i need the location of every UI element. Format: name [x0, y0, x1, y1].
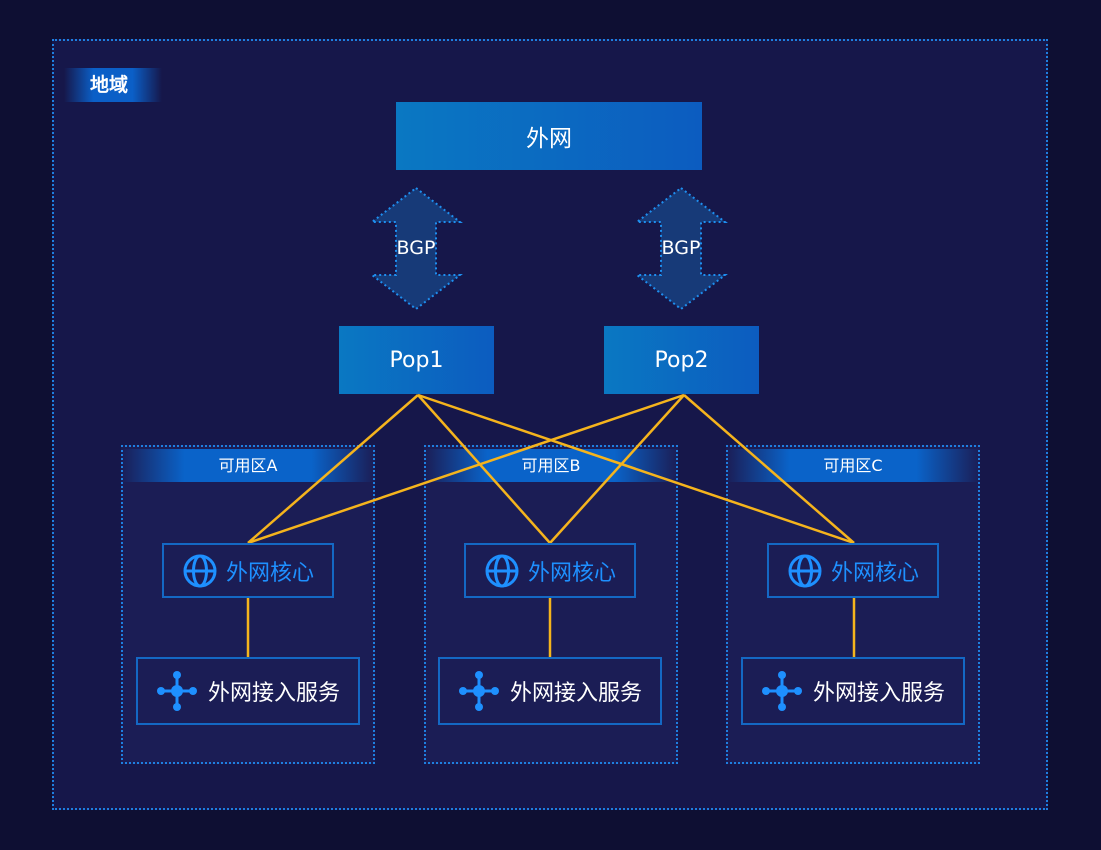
- network-node-icon: [156, 671, 197, 711]
- internet-box: 外网: [396, 102, 702, 170]
- link-pop2-core-c: [683, 394, 855, 544]
- zone-a-core: 外网核心: [162, 543, 334, 598]
- bgp-label-2: BGP: [661, 237, 701, 259]
- zone-c-core: 外网核心: [767, 543, 939, 598]
- network-node-icon: [458, 671, 499, 711]
- core-label: 外网核心: [830, 560, 919, 586]
- pop1-box: Pop1: [339, 326, 494, 394]
- bgp-arrow-1: [369, 186, 463, 311]
- bgp-label-1: BGP: [396, 237, 436, 259]
- bgp-arrow-2: [634, 186, 728, 311]
- globe-icon: [183, 554, 217, 587]
- link-pop1-core-c: [417, 393, 855, 545]
- link-pop2-core-b: [549, 394, 685, 544]
- pop2-box: Pop2: [604, 326, 759, 394]
- link-pop1-core-a: [247, 394, 419, 544]
- zone-b-label: 可用区B: [424, 449, 678, 482]
- region-label: 地域: [64, 68, 162, 102]
- zone-b-core: 外网核心: [464, 543, 636, 598]
- service-label: 外网接入服务: [812, 681, 945, 706]
- globe-icon: [788, 554, 822, 587]
- zone-a-label: 可用区A: [121, 449, 375, 482]
- link-pop1-core-b: [417, 394, 551, 544]
- zone-c-label: 可用区C: [726, 449, 980, 482]
- zone-c-service: 外网接入服务: [741, 657, 965, 725]
- service-label: 外网接入服务: [207, 681, 340, 706]
- core-label: 外网核心: [527, 560, 616, 586]
- service-label: 外网接入服务: [509, 681, 642, 706]
- network-node-icon: [761, 671, 802, 711]
- globe-icon: [485, 554, 519, 587]
- zone-b-service: 外网接入服务: [438, 657, 662, 725]
- zone-a-service: 外网接入服务: [136, 657, 360, 725]
- link-pop2-core-a: [247, 393, 685, 545]
- core-label: 外网核心: [225, 560, 314, 586]
